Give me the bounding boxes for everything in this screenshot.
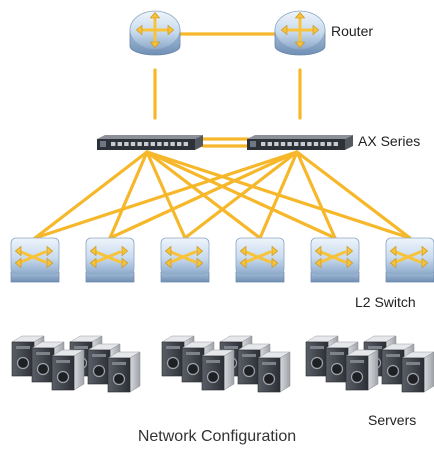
router-label: Router [331, 23, 374, 39]
link-ax2-switch4 [258, 150, 299, 240]
ax-series-layer [97, 135, 353, 150]
servers-label: Servers [368, 412, 417, 428]
link-ax1-switch1 [33, 150, 149, 240]
switches-layer [10, 237, 434, 283]
links-layer [33, 32, 412, 240]
ax-series-2-icon [247, 135, 353, 150]
servers-layer [11, 335, 434, 393]
ax-series-label: AX Series [358, 133, 421, 149]
ax-series-1-icon [97, 135, 203, 150]
server-group-2-icon [161, 335, 291, 393]
l2-switch-4-icon [235, 237, 285, 283]
diagram-caption: Network Configuration [137, 428, 297, 445]
server-group-3-icon [305, 335, 434, 393]
link-ax2-switch5 [295, 150, 337, 240]
l2-switch-1-icon [10, 237, 60, 283]
link-ax2-switch2 [108, 150, 299, 240]
link-ax1-switch2 [108, 150, 149, 240]
link-ax2-switch1 [33, 150, 299, 240]
router-2-icon [274, 10, 326, 56]
link-ax2-switch6 [295, 150, 412, 240]
l2-switch-2-icon [85, 237, 135, 283]
l2-switch-label: L2 Switch [355, 294, 416, 310]
l2-switch-3-icon [160, 237, 210, 283]
server-group-1-icon [11, 335, 141, 393]
router-1-icon [129, 10, 181, 56]
l2-switch-6-icon [385, 237, 434, 283]
l2-switch-5-icon [310, 237, 360, 283]
link-ax2-switch3 [183, 150, 299, 240]
routers-layer [129, 10, 326, 56]
